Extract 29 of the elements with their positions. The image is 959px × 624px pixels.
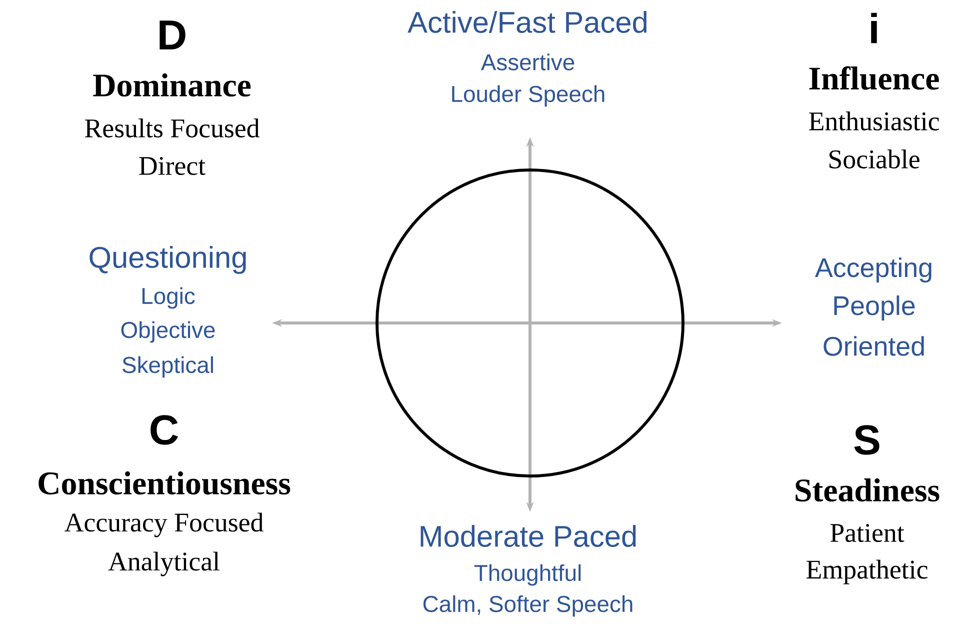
trait-text: Sociable: [830, 150, 920, 168]
style-heading: Influence: [809, 66, 939, 90]
trait-text: Empathetic: [806, 560, 928, 584]
axis-subtext: Logic: [142, 287, 195, 309]
axis-label: Accepting: [814, 257, 932, 283]
trait-text: Patient: [830, 524, 904, 542]
style-letter: C: [150, 415, 178, 445]
trait-text: Results Focused: [85, 118, 260, 138]
axis-label: Questioning: [90, 246, 246, 274]
axis-label: Moderate Paced: [420, 525, 636, 547]
style-letter: i: [871, 12, 877, 44]
trait-text: Analytical: [108, 552, 220, 576]
trait-text: Direct: [139, 156, 206, 176]
style-heading: Dominance: [93, 73, 251, 97]
axis-subtext: Louder Speech: [452, 85, 604, 107]
axis-subtext: Objective: [121, 321, 215, 343]
axis-label: Active/Fast Paced: [408, 11, 646, 33]
axis-subtext: Calm, Softer Speech: [423, 595, 632, 617]
style-heading: Steadiness: [796, 478, 940, 502]
axis-label: People: [834, 295, 915, 321]
axis-subtext: Thoughtful: [474, 564, 581, 586]
style-letter: D: [160, 20, 186, 50]
style-heading: Conscientiousness: [38, 471, 290, 495]
axis-subtext: Assertive: [480, 54, 574, 70]
trait-text: Accuracy Focused: [64, 512, 264, 538]
style-letter: S: [854, 425, 880, 455]
axis-label: Oriented: [824, 336, 924, 356]
axis-subtext: Skeptical: [122, 356, 213, 378]
trait-text: Enthusiastic: [809, 112, 939, 130]
